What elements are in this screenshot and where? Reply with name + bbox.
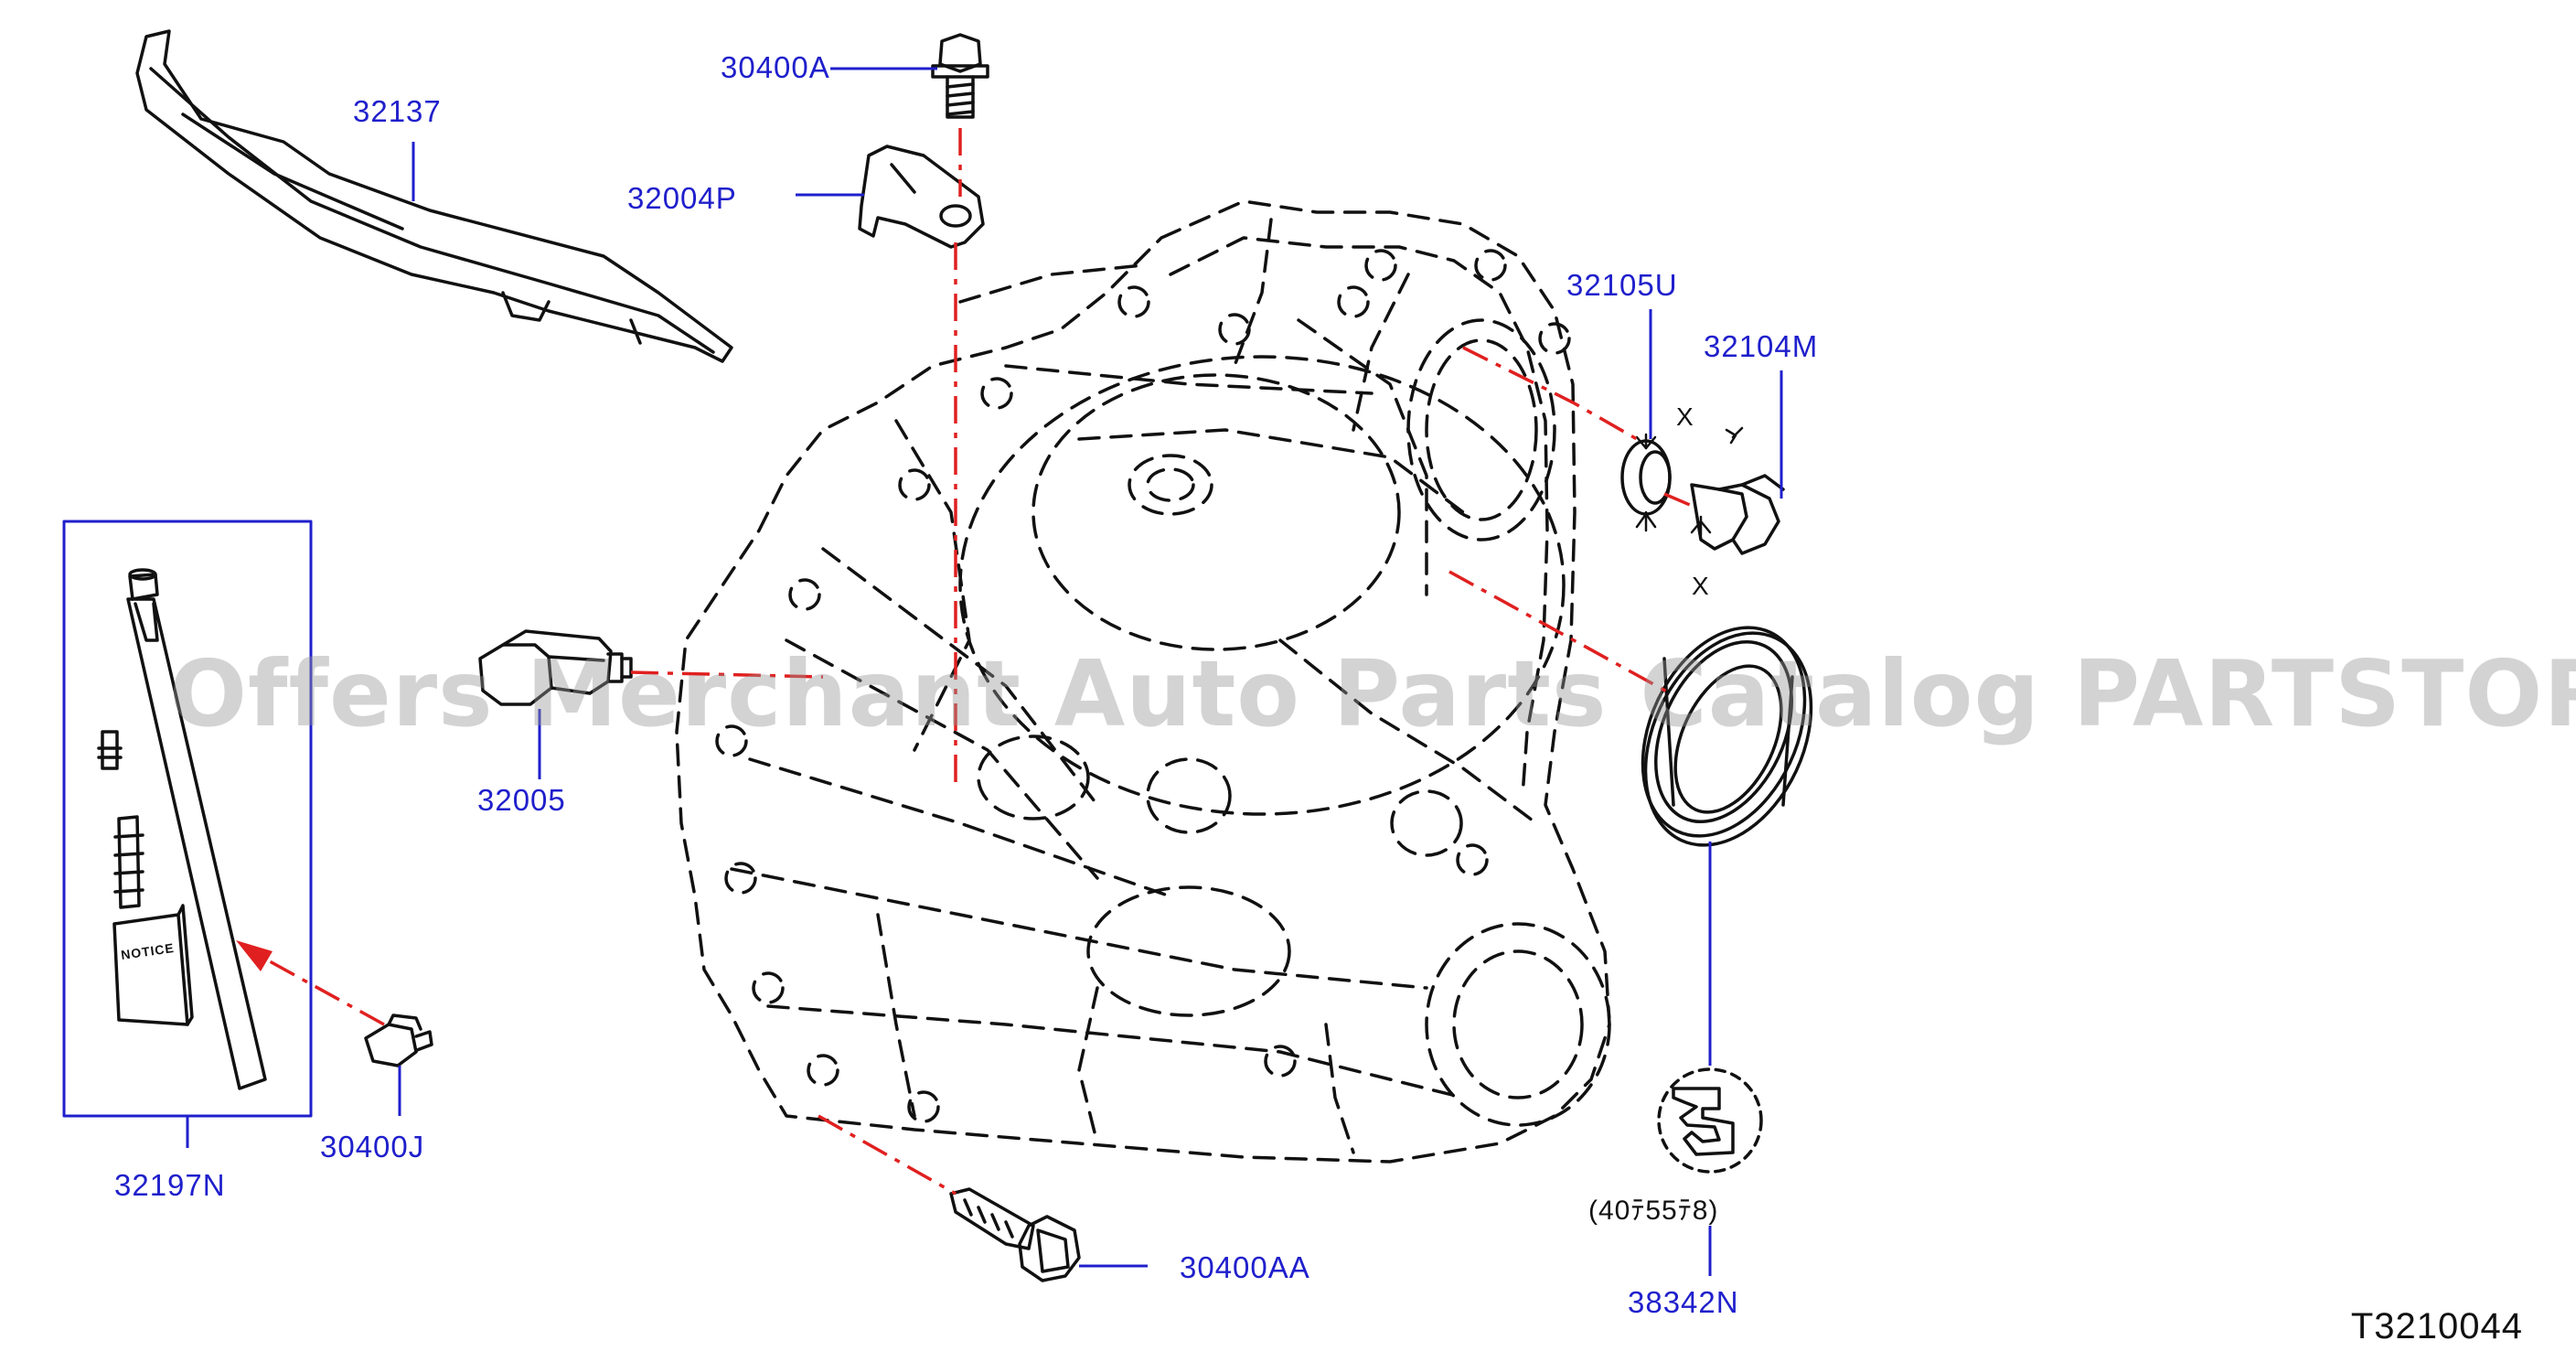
part-label-32104M[interactable]: 32104M	[1704, 329, 1819, 363]
part-32197N-kit	[62, 520, 313, 1118]
part-30400AA-bolt	[949, 1187, 1081, 1282]
part-label-30400AA[interactable]: 30400AA	[1180, 1250, 1310, 1284]
part-38342N-oil-seal	[1641, 626, 1813, 847]
part-label-30400J[interactable]: 30400J	[320, 1130, 425, 1164]
part-label-32137[interactable]: 32137	[353, 94, 442, 128]
seal-section-detail	[1657, 1067, 1763, 1174]
diagram-code: T3210044	[2350, 1306, 2523, 1346]
assembly-centerlines	[251, 128, 1697, 1196]
part-30400A-bolt	[931, 33, 989, 119]
part-label-32105U[interactable]: 32105U	[1566, 268, 1678, 302]
seal-dimension-label: (40ﾃ55ﾃ8)	[1588, 1196, 1719, 1226]
part-32104M-plug	[1690, 474, 1785, 555]
insert-arrow-head	[236, 940, 273, 971]
part-32004P-bracket	[858, 145, 985, 249]
part-32137-bracket	[135, 29, 733, 363]
leader-lines	[186, 67, 1783, 1276]
part-label-38342N[interactable]: 38342N	[1628, 1285, 1739, 1319]
part-label-32197N[interactable]: 32197N	[114, 1168, 226, 1202]
part-label-30400A[interactable]: 30400A	[721, 50, 830, 84]
part-label-32004P[interactable]: 32004P	[627, 181, 737, 215]
dimension-arrows	[1635, 426, 1744, 537]
part-32105U-washer	[1620, 439, 1672, 516]
part-label-32005[interactable]: 32005	[477, 783, 566, 817]
watermark-text: Offers Merchant Auto Parts Catalog PARTS…	[169, 640, 2576, 747]
transmission-case	[675, 199, 1611, 1164]
dimension-x-bottom: X	[1692, 572, 1710, 600]
part-30400J-clip	[364, 1013, 433, 1067]
dimension-x-top: X	[1676, 402, 1694, 431]
part-32005-sensor	[478, 629, 633, 706]
